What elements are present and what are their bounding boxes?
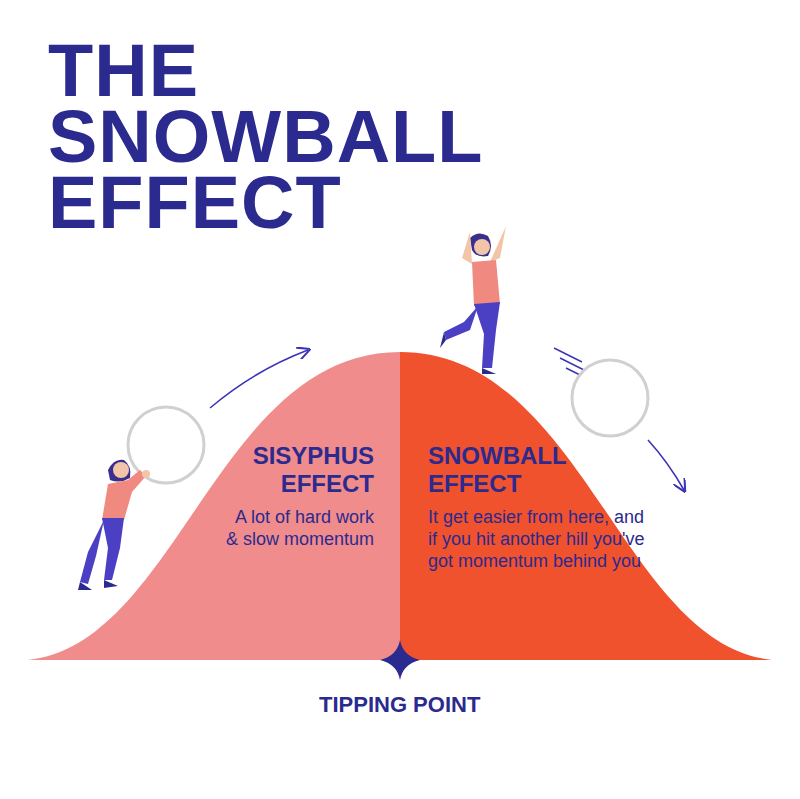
snowball — [572, 360, 648, 436]
title: THE SNOWBALL EFFECT — [48, 38, 488, 236]
hill-half: SISYPHUS EFFECT A lot of hard work & slow… — [28, 352, 400, 660]
section-body: A lot of hard work & slow momentum — [224, 506, 374, 550]
hill-fill — [400, 352, 772, 660]
section-heading: SISYPHUS EFFECT — [224, 442, 374, 498]
hill-shape — [28, 352, 400, 660]
hill-fill — [28, 352, 400, 660]
section-heading: SNOWBALL EFFECT — [428, 442, 578, 498]
tipping-label: TIPPING POINT — [319, 692, 480, 718]
motion-arrow — [648, 440, 684, 490]
snowball — [128, 407, 204, 483]
pushing-woman — [78, 460, 150, 590]
speed-lines — [554, 348, 586, 378]
cheering-woman — [440, 226, 506, 374]
hill-half: SNOWBALL EFFECT It get easier from here, … — [400, 352, 772, 660]
hill-shape — [400, 352, 772, 660]
section-body: It get easier from here, and if you hit … — [428, 506, 648, 572]
